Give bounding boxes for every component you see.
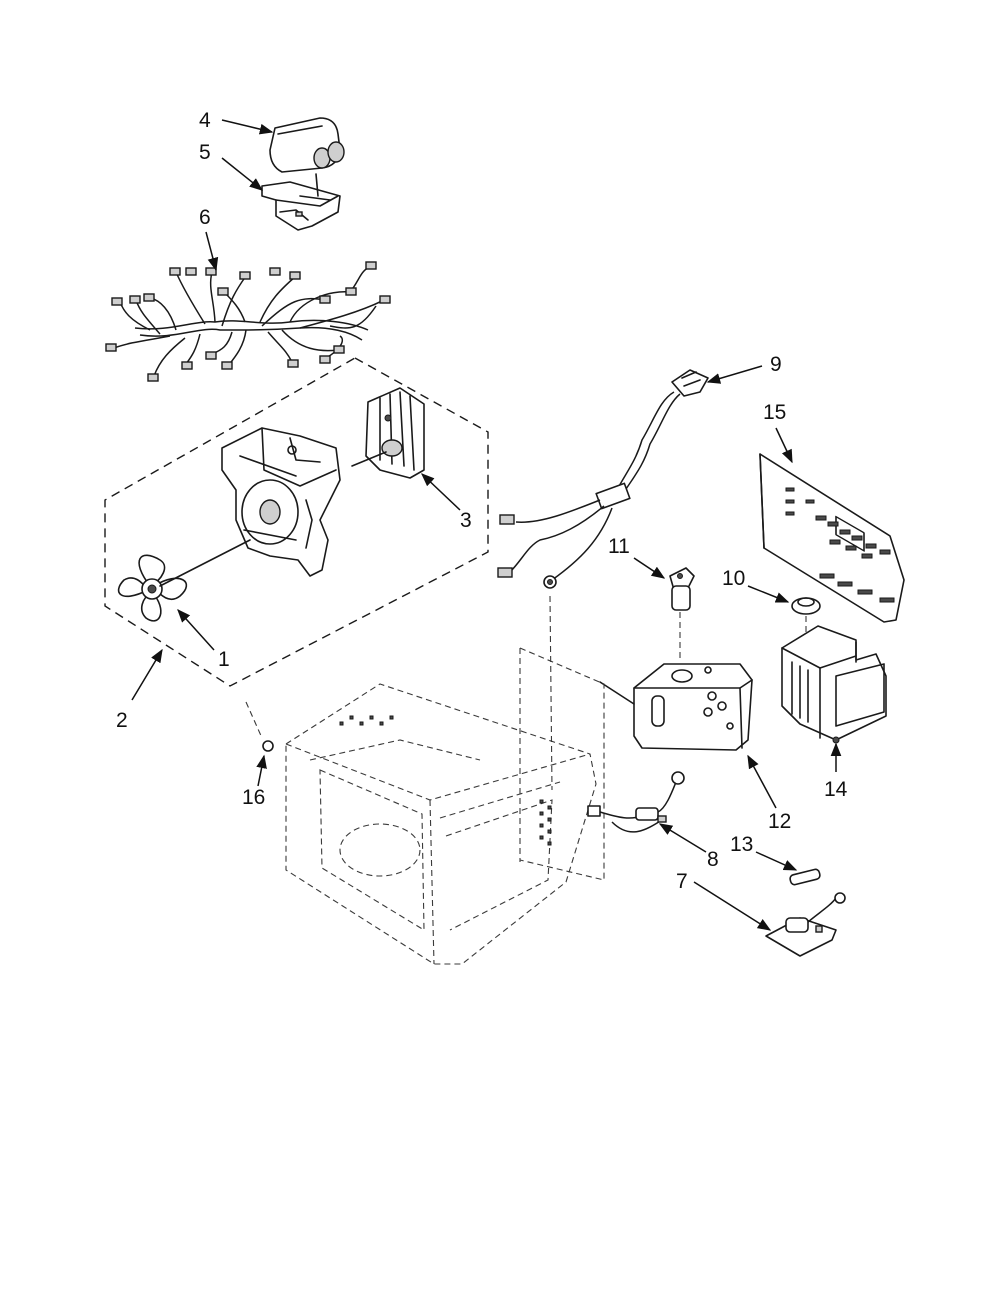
callout-5: 5 xyxy=(199,141,211,164)
magnetron-part xyxy=(781,625,887,744)
callout-9: 9 xyxy=(770,353,782,376)
fan-blade-part xyxy=(117,539,251,622)
thermal-fuse-part xyxy=(669,567,695,660)
callout-7: 7 xyxy=(676,870,688,893)
fuse-holder-part xyxy=(765,892,846,957)
callout-6: 6 xyxy=(199,206,211,229)
wire-harness-part xyxy=(105,261,391,382)
thermostat-part xyxy=(791,597,821,640)
callout-1: 1 xyxy=(218,648,230,671)
power-cord-part xyxy=(497,369,709,589)
callout-13: 13 xyxy=(730,833,753,856)
fan-motor-bracket-part xyxy=(221,427,341,577)
callout-10: 10 xyxy=(722,567,745,590)
callout-8: 8 xyxy=(707,848,719,871)
callout-16: 16 xyxy=(242,786,265,809)
fuse-part xyxy=(789,868,821,886)
callout-2: 2 xyxy=(116,709,128,732)
control-panel-part xyxy=(759,453,905,623)
capacitor-bracket-part xyxy=(261,173,341,231)
fan-motor-part xyxy=(351,387,425,479)
callout-14: 14 xyxy=(824,778,848,801)
callout-4: 4 xyxy=(199,109,211,132)
mounting-plate-part xyxy=(599,663,753,751)
leader-arrows xyxy=(131,119,842,931)
capacitor-part xyxy=(269,117,345,173)
callout-3: 3 xyxy=(460,509,472,532)
callout-11: 11 xyxy=(608,535,630,558)
fan-assembly-group-outline xyxy=(104,357,489,687)
callout-15: 15 xyxy=(763,401,786,424)
ground-wire-part xyxy=(587,771,685,833)
callout-12: 12 xyxy=(768,810,791,833)
microwave-cavity-outline xyxy=(245,595,605,965)
